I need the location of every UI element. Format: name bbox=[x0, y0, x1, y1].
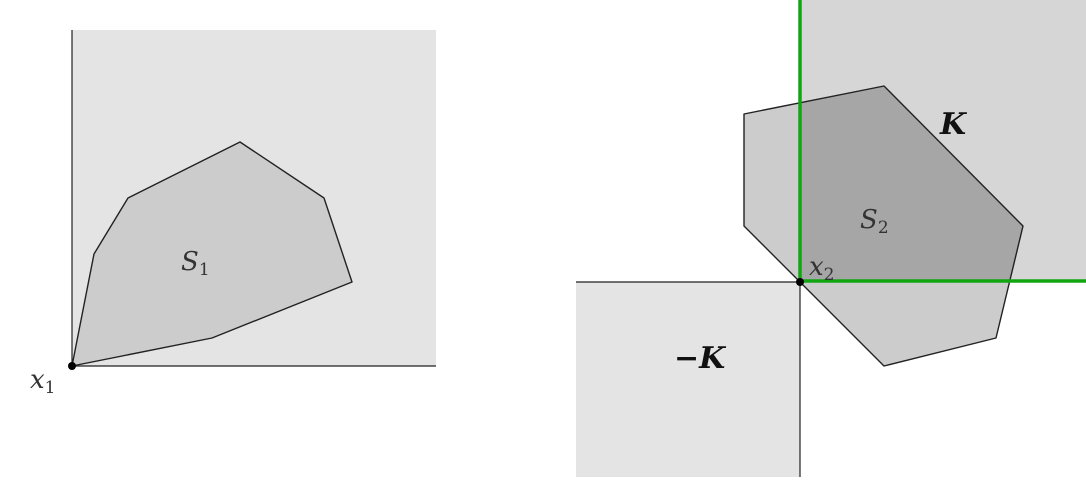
set-s2-label: S2 bbox=[860, 205, 889, 238]
left-panel: S1 x1 bbox=[30, 30, 436, 398]
set-s2-cone-overlap bbox=[800, 86, 1023, 282]
point-x2-marker bbox=[796, 278, 804, 286]
neg-cone-region bbox=[576, 282, 800, 477]
set-s1-label: S1 bbox=[181, 247, 210, 280]
set-s1-polygon bbox=[71, 141, 353, 367]
point-x2-label: x2 bbox=[809, 252, 835, 285]
set-s2-outline bbox=[743, 85, 1024, 367]
cone-k-label: K bbox=[939, 107, 968, 142]
right-panel: K S2 x2 −K bbox=[576, 0, 1086, 477]
point-x1-label: x1 bbox=[30, 365, 56, 398]
point-x1-marker bbox=[68, 362, 76, 370]
neg-cone-label: −K bbox=[674, 341, 727, 376]
